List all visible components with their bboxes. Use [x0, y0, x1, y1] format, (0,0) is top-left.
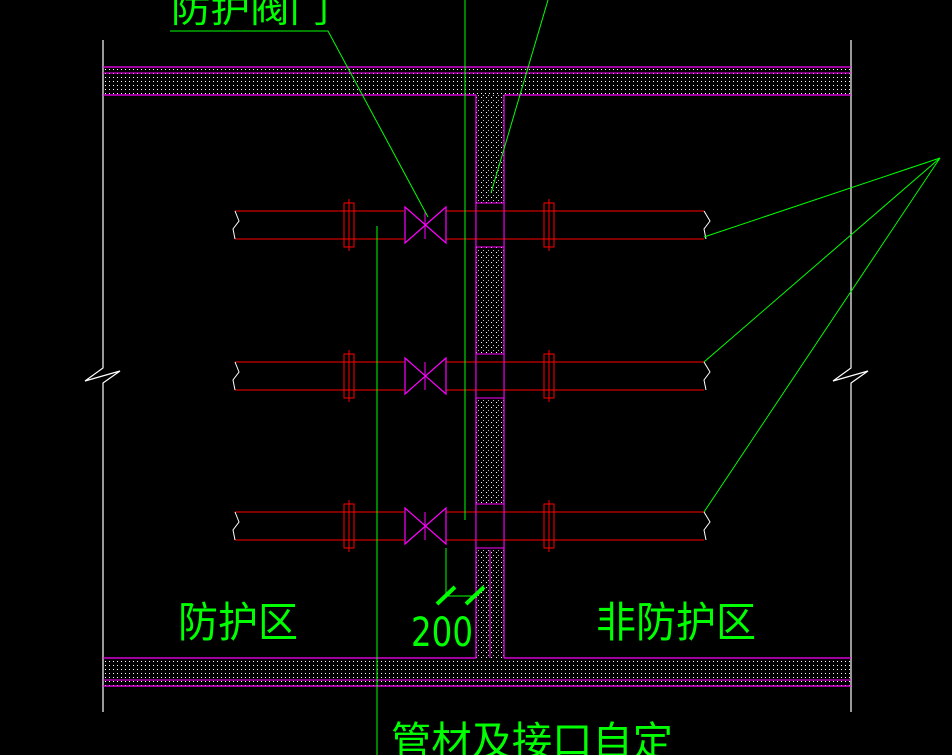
dimension-label: 200	[411, 610, 473, 656]
wall-sleeve	[475, 353, 505, 399]
pipe-run-2	[232, 350, 711, 402]
left-boundary	[84, 40, 121, 712]
pipe-note-label: 管材及接口自定	[391, 719, 673, 755]
pipe-run-3	[232, 500, 711, 552]
valve-label: 防护阀门	[171, 0, 329, 31]
pipe-break-left	[232, 361, 240, 391]
valve-icon	[404, 205, 447, 245]
wall-sleeve-leader	[490, 0, 549, 194]
pipe-break-right	[703, 210, 711, 240]
valve-icon	[404, 356, 447, 396]
pipe-leader-3	[703, 157, 941, 513]
wall-sleeve	[475, 202, 505, 248]
wall-sleeve	[475, 503, 505, 549]
pipe-run-1	[232, 199, 711, 251]
valve-leader	[170, 30, 429, 218]
pipe-break-left	[232, 210, 240, 240]
pipe-break-right	[703, 511, 711, 541]
valve-icon	[404, 506, 447, 546]
pipe-break-left	[232, 511, 240, 541]
right-boundary	[832, 40, 869, 712]
dimension-marks	[435, 585, 486, 606]
leader-lines	[170, 0, 941, 755]
pipe-break-right	[703, 361, 711, 391]
pipe-leader-2	[703, 157, 941, 363]
protected-zone-label: 防护区	[178, 598, 298, 647]
pipe-runs	[232, 199, 711, 552]
top-wall	[103, 66, 851, 96]
pipe-leader-1	[703, 157, 941, 238]
unprotected-zone-label: 非防护区	[596, 598, 756, 647]
bottom-wall	[103, 657, 851, 687]
